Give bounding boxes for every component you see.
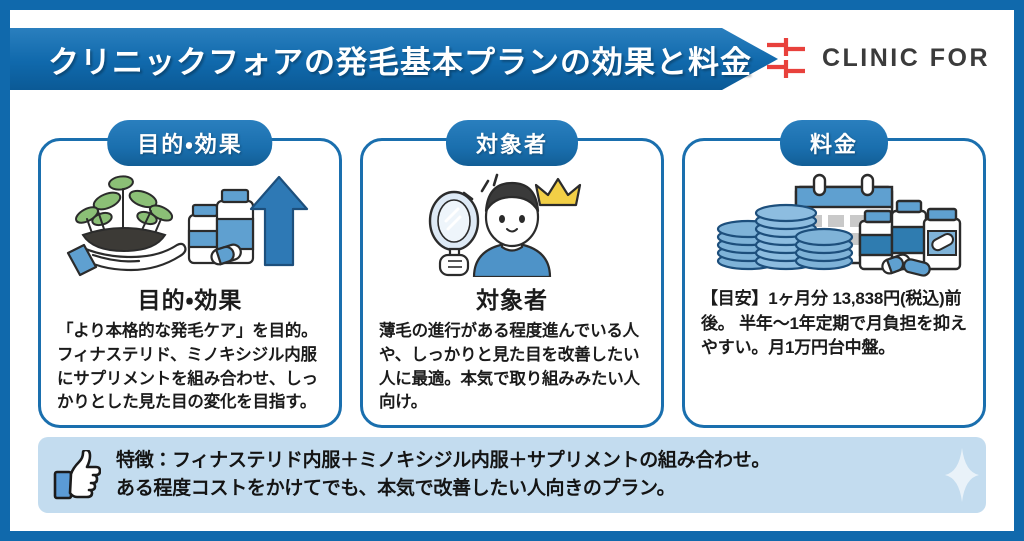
header-banner: クリニックフォアの発毛基本プランの効果と料金	[10, 28, 778, 90]
card-body-text: 【目安】1ヶ月分 13,838円(税込)前後。 半年〜1年定期で月負担を抑えやす…	[701, 289, 967, 358]
summary-banner-text: 特徴：フィナステリド内服＋ミノキシジル内服＋サプリメントの組み合わせ。 ある程度…	[116, 447, 770, 504]
card-body-text: 薄毛の進行がある程度進んでいる人や、しっかりと見た目を改善したい人に最適。本気で…	[379, 322, 640, 412]
page-title: クリニックフォアの発毛基本プランの効果と料金	[48, 44, 752, 80]
brand-logo: CLINIC FOR	[764, 36, 990, 80]
card-purpose-effect: 目的・効果	[38, 120, 342, 428]
card-badge: 料金	[779, 120, 889, 166]
thumbs-up-icon	[38, 450, 116, 500]
sparkle-icon	[945, 448, 979, 502]
card-heading: 対象者	[476, 287, 548, 313]
summary-banner: 特徴：フィナステリド内服＋ミノキシジル内服＋サプリメントの組み合わせ。 ある程度…	[38, 437, 986, 513]
infographic-inner: クリニックフォアの発毛基本プランの効果と料金 CLINIC FOR 目的・効果	[10, 10, 1014, 531]
red-cross-logo-icon	[766, 38, 805, 78]
header-banner-shape	[10, 28, 778, 90]
hand-seedling-pills-arrow-icon	[41, 167, 339, 279]
summary-line-1: 特徴：フィナステリド内服＋ミノキシジル内服＋サプリメントの組み合わせ。	[116, 449, 771, 471]
card-badge: 対象者	[445, 120, 579, 166]
card-heading: 目的・効果	[137, 287, 243, 313]
brand-name: CLINIC FOR	[821, 43, 990, 72]
card-badge: 目的・効果	[107, 120, 273, 166]
man-mirror-crown-icon	[363, 167, 661, 279]
card-body-text: 「より本格的な発毛ケア」を目的。フィナステリド、ミノキシジル内服にサプリメントを…	[57, 322, 318, 412]
coins-calendar-pills-icon	[685, 167, 983, 279]
card-target-audience: 対象者	[360, 120, 664, 428]
summary-line-2: ある程度コストをかけてでも、本気で改善したい人向きのプラン。	[116, 478, 676, 499]
cards-row: 目的・効果	[38, 120, 986, 428]
card-price: 料金	[682, 120, 986, 428]
